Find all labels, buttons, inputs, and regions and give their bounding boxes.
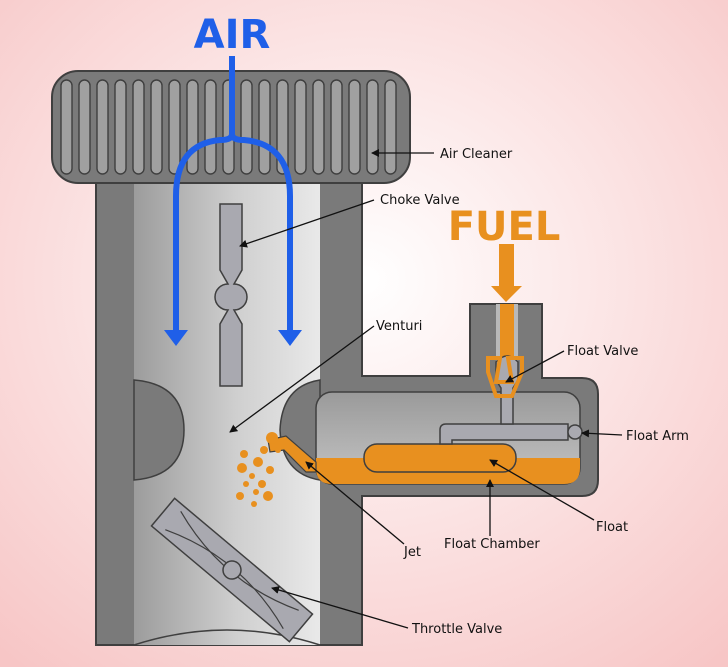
fuel-title: FUEL bbox=[448, 204, 561, 250]
leader-venturi bbox=[229, 325, 375, 433]
fuel-inlet-stream bbox=[500, 304, 514, 362]
fuel-droplets-icon bbox=[236, 432, 281, 507]
float-valve-fuel bbox=[486, 356, 524, 398]
label-jet: Jet bbox=[403, 545, 421, 560]
leader-choke-valve bbox=[239, 199, 375, 248]
leader-float bbox=[489, 459, 595, 521]
air-cleaner-slot bbox=[114, 79, 127, 175]
choke-valve-shape bbox=[214, 203, 248, 387]
air-cleaner-slot bbox=[240, 79, 253, 175]
fuel-arrow-icon bbox=[491, 244, 522, 302]
float-shape bbox=[363, 443, 517, 473]
air-cleaner-slot bbox=[204, 79, 217, 175]
air-cleaner-slot bbox=[60, 79, 73, 175]
venturi-left-bulge bbox=[133, 379, 185, 481]
label-float-arm: Float Arm bbox=[626, 429, 689, 444]
jet-tube bbox=[267, 435, 317, 473]
label-float: Float bbox=[596, 520, 628, 535]
label-float-chamber: Float Chamber bbox=[444, 537, 540, 552]
air-cleaner-slot bbox=[258, 79, 271, 175]
leader-lines bbox=[229, 149, 623, 629]
air-cleaner-slot bbox=[384, 79, 397, 175]
label-choke-valve: Choke Valve bbox=[380, 193, 460, 208]
air-arrow-icon bbox=[173, 56, 293, 336]
air-cleaner-slot bbox=[294, 79, 307, 175]
bore-bottom-arc bbox=[133, 629, 321, 646]
air-cleaner-slot bbox=[276, 79, 289, 175]
leader-float-valve bbox=[505, 350, 565, 383]
air-cleaner-slot bbox=[96, 79, 109, 175]
float-arm-pivot bbox=[567, 424, 583, 440]
float-assembly bbox=[363, 355, 583, 473]
air-cleaner-slot bbox=[186, 79, 199, 175]
float-arm-shape bbox=[439, 423, 569, 445]
label-air-cleaner: Air Cleaner bbox=[440, 147, 513, 162]
air-arrowheads bbox=[164, 330, 302, 346]
air-cleaner-slot bbox=[78, 79, 91, 175]
air-cleaner-slot bbox=[330, 79, 343, 175]
air-cleaner-slot bbox=[312, 79, 325, 175]
air-cleaner-slots bbox=[60, 79, 397, 175]
leader-throttle-valve bbox=[271, 586, 409, 629]
label-throttle-valve: Throttle Valve bbox=[411, 622, 502, 637]
air-cleaner-slot bbox=[168, 79, 181, 175]
air-cleaner-slot bbox=[348, 79, 361, 175]
leader-jet bbox=[305, 461, 405, 545]
label-venturi: Venturi bbox=[376, 319, 422, 334]
label-float-valve: Float Valve bbox=[567, 344, 638, 359]
air-title: AIR bbox=[194, 12, 271, 58]
leader-float-arm bbox=[581, 429, 623, 438]
air-cleaner-slot bbox=[366, 79, 379, 175]
air-cleaner-slot bbox=[150, 79, 163, 175]
throttle-valve-shape bbox=[150, 497, 314, 643]
air-cleaner-slot bbox=[132, 79, 145, 175]
